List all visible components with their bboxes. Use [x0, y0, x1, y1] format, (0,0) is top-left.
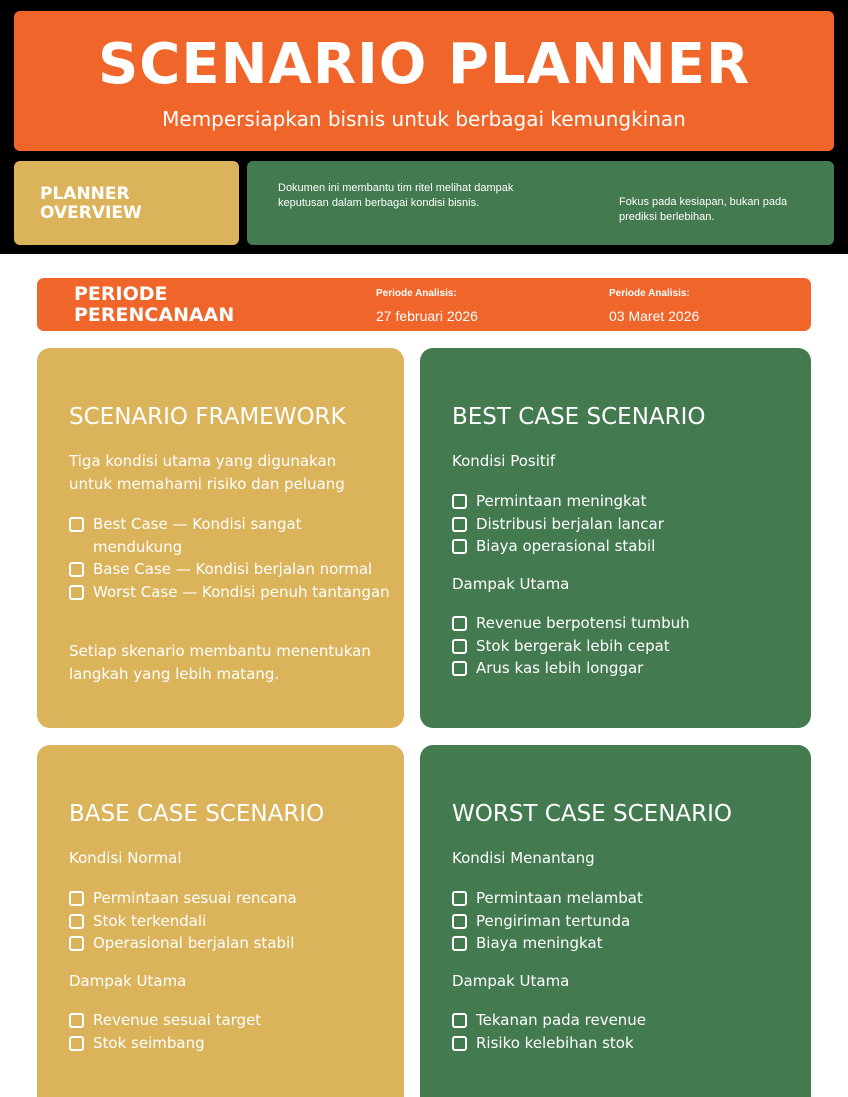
impact-item: Revenue berpotensi tumbuh	[452, 612, 690, 635]
condition-label: Stok terkendali	[93, 911, 207, 930]
impact-label: Revenue berpotensi tumbuh	[476, 614, 690, 632]
period-title: PERIODE PERENCANAAN	[74, 283, 235, 326]
period-start-label: Periode Analisis:	[376, 288, 457, 299]
best-case-card: BEST CASE SCENARIO Kondisi Positif Permi…	[420, 348, 811, 728]
framework-heading: SCENARIO FRAMEWORK	[69, 404, 346, 430]
framework-list: Best Case — Kondisi sangat mendukung Bas…	[69, 513, 394, 603]
condition-label: Distribusi berjalan lancar	[476, 514, 664, 533]
overview-left-text: Dokumen ini membantu tim ritel melihat d…	[278, 182, 514, 209]
framework-item-label: Best Case — Kondisi sangat mendukung	[93, 515, 302, 556]
period-end-date: 03 Maret 2026	[609, 308, 700, 324]
checkbox[interactable]	[452, 539, 467, 554]
worst-case-condition-label: Kondisi Menantang	[452, 849, 595, 867]
checkbox[interactable]	[452, 1013, 467, 1028]
impact-item: Stok bergerak lebih cepat	[452, 635, 690, 658]
condition-label: Permintaan meningkat	[476, 492, 647, 510]
base-case-card: BASE CASE SCENARIO Kondisi Normal Permin…	[37, 745, 404, 1097]
impact-item: Arus kas lebih longgar	[452, 657, 690, 680]
overview-description-box: Dokumen ini membantu tim ritel melihat d…	[247, 161, 834, 245]
impact-label: Revenue sesuai target	[93, 1011, 262, 1029]
worst-case-heading: WORST CASE SCENARIO	[452, 801, 733, 827]
best-case-impact-label: Dampak Utama	[452, 575, 570, 593]
impact-item: Stok seimbang	[69, 1032, 261, 1055]
base-case-impacts: Revenue sesuai target Stok seimbang	[69, 1009, 261, 1054]
worst-case-impact-label: Dampak Utama	[452, 972, 570, 990]
worst-case-impacts: Tekanan pada revenue Risiko kelebihan st…	[452, 1009, 646, 1054]
condition-item: Biaya operasional stabil	[452, 535, 664, 558]
base-case-heading: BASE CASE SCENARIO	[69, 801, 325, 827]
framework-item-label: Base Case — Kondisi berjalan normal	[93, 560, 373, 578]
base-case-condition-label: Kondisi Normal	[69, 849, 182, 867]
checkbox[interactable]	[69, 1013, 84, 1028]
framework-outro: Setiap skenario membantu menentukan lang…	[69, 642, 371, 683]
impact-item: Risiko kelebihan stok	[452, 1032, 646, 1055]
impact-item: Tekanan pada revenue	[452, 1009, 646, 1032]
checkbox[interactable]	[452, 936, 467, 951]
checkbox[interactable]	[69, 1035, 84, 1051]
condition-label: Biaya meningkat	[476, 934, 603, 952]
checkbox[interactable]	[69, 891, 84, 906]
checkbox[interactable]	[452, 891, 467, 906]
impact-label: Tekanan pada revenue	[476, 1011, 647, 1029]
framework-item: Best Case — Kondisi sangat mendukung	[69, 513, 394, 558]
best-case-heading: BEST CASE SCENARIO	[452, 404, 706, 430]
condition-item: Distribusi berjalan lancar	[452, 513, 664, 536]
best-case-conditions: Permintaan meningkat Distribusi berjalan…	[452, 490, 664, 558]
checkbox[interactable]	[69, 562, 84, 577]
checkbox[interactable]	[452, 661, 467, 676]
condition-item: Permintaan meningkat	[452, 490, 664, 513]
overview-right-text: Fokus pada kesiapan, bukan pada prediksi…	[619, 196, 788, 223]
impact-label: Stok seimbang	[93, 1033, 205, 1052]
checkbox[interactable]	[452, 1035, 467, 1051]
condition-item: Biaya meningkat	[452, 932, 643, 955]
condition-item: Permintaan sesuai rencana	[69, 887, 297, 910]
impact-item: Revenue sesuai target	[69, 1009, 261, 1032]
page-title: SCENARIO PLANNER	[97, 32, 751, 97]
condition-item: Operasional berjalan stabil	[69, 932, 297, 955]
period-bar: PERIODE PERENCANAAN Periode Analisis: 27…	[37, 278, 811, 331]
title-banner: SCENARIO PLANNER Mempersiapkan bisnis un…	[14, 11, 834, 151]
condition-item: Pengiriman tertunda	[452, 910, 643, 933]
worst-case-card: WORST CASE SCENARIO Kondisi Menantang Pe…	[420, 745, 811, 1097]
condition-label: Pengiriman tertunda	[476, 911, 631, 930]
framework-item: Base Case — Kondisi berjalan normal	[69, 558, 394, 581]
impact-label: Risiko kelebihan stok	[476, 1033, 634, 1052]
condition-label: Biaya operasional stabil	[476, 537, 656, 555]
checkbox[interactable]	[452, 494, 467, 509]
checkbox[interactable]	[452, 638, 467, 654]
impact-label: Stok bergerak lebih cepat	[476, 636, 670, 655]
best-case-condition-label: Kondisi Positif	[452, 452, 556, 470]
condition-item: Stok terkendali	[69, 910, 297, 933]
framework-item-label: Worst Case — Kondisi penuh tantangan	[93, 582, 390, 601]
impact-label: Arus kas lebih longgar	[476, 659, 644, 677]
framework-intro: Tiga kondisi utama yang digunakan untuk …	[69, 452, 345, 493]
framework-item: Worst Case — Kondisi penuh tantangan	[69, 581, 394, 604]
condition-label: Permintaan melambat	[476, 889, 643, 907]
checkbox[interactable]	[452, 516, 467, 532]
overview-label: PLANNER OVERVIEW	[40, 184, 142, 223]
checkbox[interactable]	[69, 936, 84, 951]
checkbox[interactable]	[69, 584, 84, 600]
condition-label: Permintaan sesuai rencana	[93, 889, 297, 907]
base-case-conditions: Permintaan sesuai rencana Stok terkendal…	[69, 887, 297, 955]
checkbox[interactable]	[452, 913, 467, 929]
worst-case-conditions: Permintaan melambat Pengiriman tertunda …	[452, 887, 643, 955]
condition-item: Permintaan melambat	[452, 887, 643, 910]
framework-card: SCENARIO FRAMEWORK Tiga kondisi utama ya…	[37, 348, 404, 728]
condition-label: Operasional berjalan stabil	[93, 934, 295, 952]
period-end-label: Periode Analisis:	[609, 288, 690, 299]
period-start-date: 27 februari 2026	[376, 308, 478, 324]
base-case-impact-label: Dampak Utama	[69, 972, 187, 990]
best-case-impacts: Revenue berpotensi tumbuh Stok bergerak …	[452, 612, 690, 680]
checkbox[interactable]	[452, 616, 467, 631]
page-subtitle: Mempersiapkan bisnis untuk berbagai kemu…	[162, 107, 686, 131]
checkbox[interactable]	[69, 517, 84, 532]
overview-label-box: PLANNER OVERVIEW	[14, 161, 239, 245]
checkbox[interactable]	[69, 913, 84, 929]
